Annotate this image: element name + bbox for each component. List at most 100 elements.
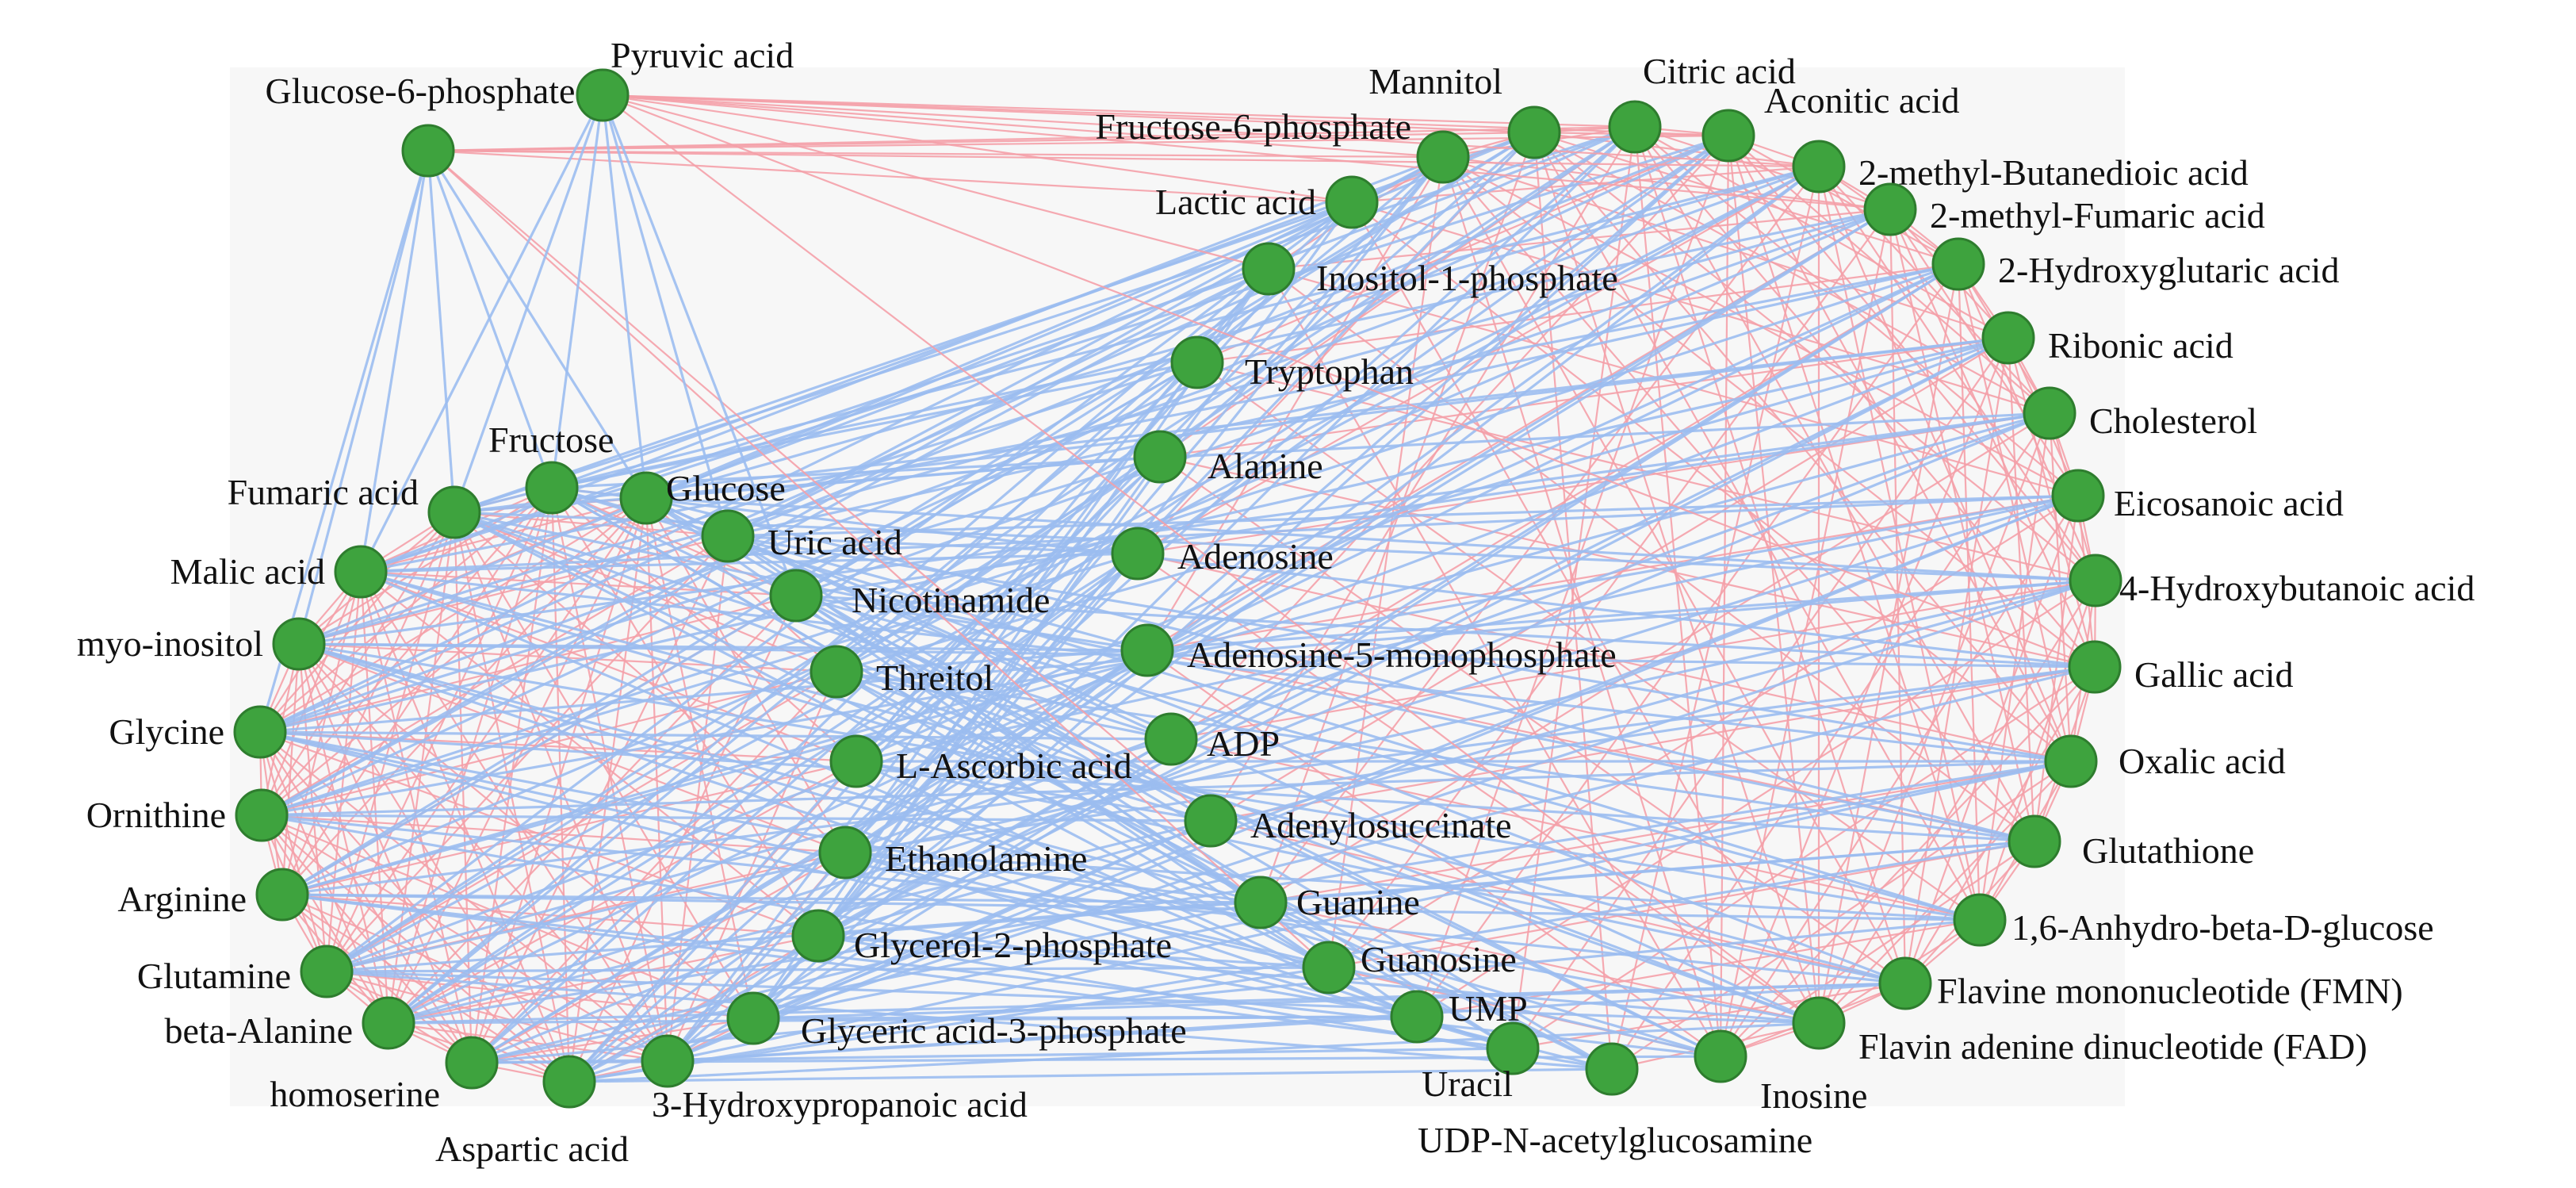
node-circle[interactable] — [829, 734, 883, 788]
node-ethanolamine[interactable]: Ethanolamine — [818, 826, 1087, 880]
node-circle[interactable] — [427, 485, 481, 539]
node-circle[interactable] — [1792, 140, 1846, 194]
node-homoserine[interactable]: homoserine — [270, 1036, 499, 1114]
node-circle[interactable] — [619, 471, 673, 525]
node-tryptophan[interactable]: Tryptophan — [1170, 335, 1414, 392]
node-malic[interactable]: Malic acid — [170, 545, 388, 599]
node-glycine[interactable]: Glycine — [109, 705, 287, 759]
node-hydroxybutanoic[interactable]: 4-Hydroxybutanoic acid — [2069, 554, 2475, 608]
node-circle[interactable] — [726, 991, 780, 1045]
node-circle[interactable] — [233, 705, 287, 759]
node-circle[interactable] — [2051, 469, 2105, 523]
node-glucose[interactable]: Glucose — [619, 468, 786, 525]
node-circle[interactable] — [1144, 712, 1198, 766]
node-circle[interactable] — [1416, 130, 1470, 184]
node-ascorbic[interactable]: L-Ascorbic acid — [829, 734, 1132, 788]
node-oxalic[interactable]: Oxalic acid — [2044, 734, 2286, 788]
node-circle[interactable] — [1694, 1029, 1747, 1083]
node-circle[interactable] — [2069, 554, 2122, 607]
node-udpglcnac[interactable]: UDP-N-acetylglucosamine — [1418, 1042, 1812, 1160]
node-circle[interactable] — [2023, 386, 2076, 440]
node-circle[interactable] — [2044, 734, 2098, 788]
node-circle[interactable] — [2068, 640, 2122, 694]
node-circle[interactable] — [1585, 1042, 1639, 1096]
node-circle[interactable] — [1325, 175, 1379, 229]
node-glutathione[interactable]: Glutathione — [2008, 814, 2254, 871]
node-inositol1p[interactable]: Inositol-1-phosphate — [1242, 242, 1618, 298]
node-circle[interactable] — [255, 868, 309, 922]
node-circle[interactable] — [525, 461, 579, 515]
node-aspartic[interactable]: Aspartic acid — [435, 1055, 629, 1169]
node-circle[interactable] — [1953, 893, 2007, 947]
node-arginine[interactable]: Arginine — [117, 868, 309, 922]
node-aconitic[interactable]: Aconitic acid — [1701, 80, 1960, 163]
node-circle[interactable] — [810, 645, 863, 699]
node-circle[interactable] — [791, 909, 845, 963]
node-eicosanoic[interactable]: Eicosanoic acid — [2051, 469, 2344, 523]
node-gallic[interactable]: Gallic acid — [2068, 640, 2294, 695]
node-ribonic[interactable]: Ribonic acid — [1981, 311, 2233, 366]
node-fad[interactable]: Flavin adenine dinucleotide (FAD) — [1792, 996, 2367, 1067]
node-circle[interactable] — [1981, 311, 2035, 365]
node-citric[interactable]: Citric acid — [1608, 51, 1796, 154]
node-g6p[interactable]: Glucose-6-phosphate — [266, 71, 576, 178]
node-f6p[interactable]: Fructose-6-phosphate — [1095, 106, 1470, 184]
node-circle[interactable] — [300, 945, 354, 998]
node-uric[interactable]: Uric acid — [701, 509, 902, 563]
node-amp[interactable]: Adenosine-5-monophosphate — [1120, 623, 1617, 677]
node-hydroxyglutaric[interactable]: 2-Hydroxyglutaric acid — [1931, 237, 2339, 291]
node-adenosine[interactable]: Adenosine — [1111, 527, 1334, 581]
node-mbutanedioic[interactable]: 2-methyl-Butanedioic acid — [1792, 140, 2249, 194]
node-circle[interactable] — [235, 788, 289, 842]
node-circle[interactable] — [701, 509, 755, 563]
node-circle[interactable] — [641, 1034, 695, 1088]
node-circle[interactable] — [1792, 996, 1846, 1050]
node-betaalanine[interactable]: beta-Alanine — [164, 996, 415, 1051]
node-inosine[interactable]: Inosine — [1694, 1029, 1867, 1116]
node-circle[interactable] — [1170, 335, 1224, 389]
node-anhydro[interactable]: 1,6-Anhydro-beta-D-glucose — [1953, 893, 2434, 948]
node-circle[interactable] — [1608, 100, 1662, 154]
node-guanosine[interactable]: Guanosine — [1302, 939, 1517, 994]
node-circle[interactable] — [401, 124, 455, 178]
node-circle[interactable] — [818, 826, 872, 880]
node-circle[interactable] — [1507, 105, 1561, 159]
node-circle[interactable] — [1931, 237, 1985, 291]
node-circle[interactable] — [1863, 182, 1917, 236]
node-circle[interactable] — [334, 545, 388, 599]
node-circle[interactable] — [542, 1055, 596, 1109]
node-cholesterol[interactable]: Cholesterol — [2023, 386, 2257, 441]
node-mannitol[interactable]: Mannitol — [1368, 61, 1561, 159]
node-lactic[interactable]: Lactic acid — [1155, 175, 1379, 229]
node-glyceric3p[interactable]: Glyceric acid-3-phosphate — [726, 991, 1187, 1051]
node-adp[interactable]: ADP — [1144, 712, 1280, 766]
node-myoinositol[interactable]: myo-inositol — [77, 617, 326, 671]
node-fumaric[interactable]: Fumaric acid — [228, 472, 481, 539]
node-circle[interactable] — [1390, 990, 1444, 1044]
node-circle[interactable] — [1133, 430, 1187, 484]
node-ump[interactable]: UMP — [1390, 988, 1528, 1044]
node-uracil[interactable]: Uracil — [1422, 1021, 1540, 1104]
node-circle[interactable] — [1486, 1021, 1540, 1075]
node-glycerol2p[interactable]: Glycerol-2-phosphate — [791, 909, 1172, 965]
node-mfumaric[interactable]: 2-methyl-Fumaric acid — [1863, 182, 2265, 236]
node-circle[interactable] — [769, 569, 823, 623]
node-circle[interactable] — [576, 68, 630, 122]
node-circle[interactable] — [445, 1036, 499, 1090]
node-circle[interactable] — [1878, 956, 1932, 1010]
node-glutamine[interactable]: Glutamine — [137, 945, 354, 998]
node-ornithine[interactable]: Ornithine — [86, 788, 289, 842]
node-circle[interactable] — [1184, 794, 1238, 848]
node-circle[interactable] — [1120, 623, 1174, 677]
node-circle[interactable] — [1701, 109, 1755, 163]
node-nicotinamide[interactable]: Nicotinamide — [769, 569, 1050, 623]
node-fmn[interactable]: Flavine mononucleotide (FMN) — [1878, 956, 2403, 1011]
node-threitol[interactable]: Threitol — [810, 645, 993, 699]
node-circle[interactable] — [1234, 876, 1288, 929]
node-hydroxypropanoic[interactable]: 3-Hydroxypropanoic acid — [641, 1034, 1028, 1125]
node-circle[interactable] — [272, 617, 326, 671]
node-fructose[interactable]: Fructose — [488, 420, 614, 515]
node-circle[interactable] — [1302, 941, 1356, 994]
node-circle[interactable] — [1111, 527, 1165, 581]
node-circle[interactable] — [1242, 242, 1296, 296]
